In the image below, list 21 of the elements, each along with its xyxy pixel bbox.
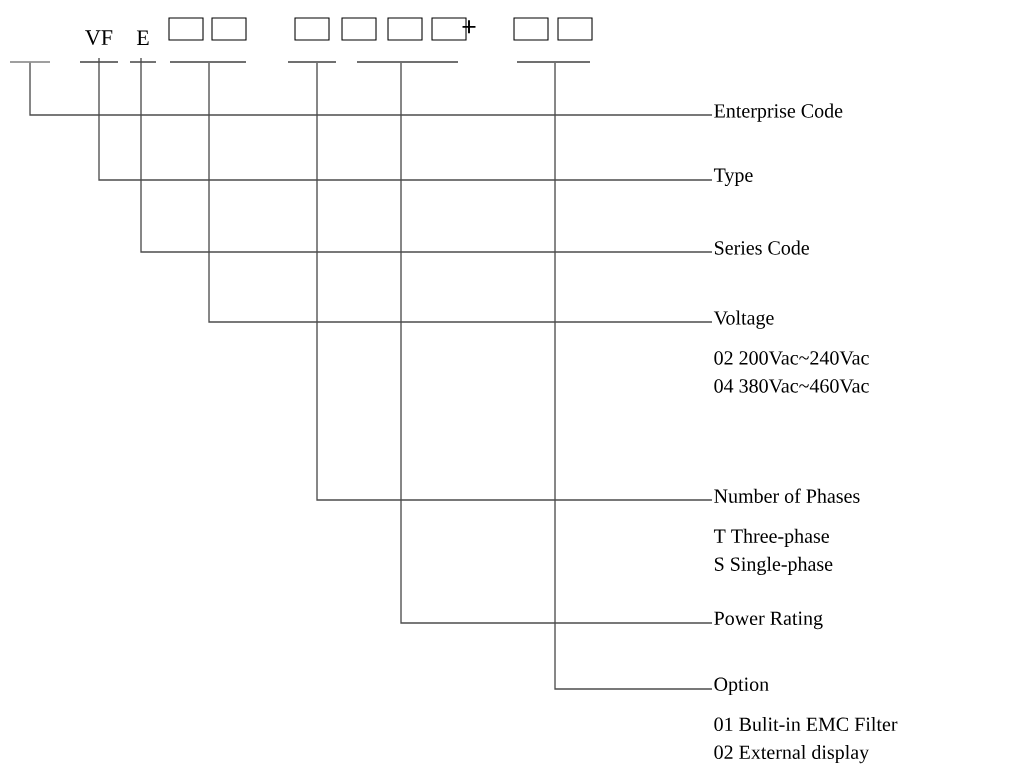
leader-line	[400, 62, 713, 624]
code-letters: E	[129, 30, 157, 63]
code-description: Series Code	[714, 240, 809, 255]
leader-line	[98, 57, 713, 181]
code-boxes	[287, 17, 337, 63]
plus-sign: +	[462, 20, 476, 34]
leader-line	[140, 57, 713, 253]
code-description: Voltage 02 200Vac~240Vac 04 380Vac~460Vac	[713, 310, 869, 393]
code-description: Number of Phases T Three-phase S Single-phase	[713, 488, 860, 575]
leader-line	[29, 62, 713, 116]
leader-line	[316, 62, 713, 501]
leader-line	[208, 62, 713, 323]
code-description: Option 01 Bulit-in EMC Filter 02 External display	[714, 677, 898, 764]
code-description: Enterprise Code	[714, 103, 843, 122]
code-description: Power Rating	[714, 611, 823, 630]
leader-line	[554, 62, 713, 690]
code-boxes	[168, 17, 247, 63]
code-letters: VF	[79, 30, 119, 63]
code-description: Type	[713, 168, 753, 186]
underline-bar	[10, 61, 50, 63]
code-boxes	[513, 17, 593, 63]
